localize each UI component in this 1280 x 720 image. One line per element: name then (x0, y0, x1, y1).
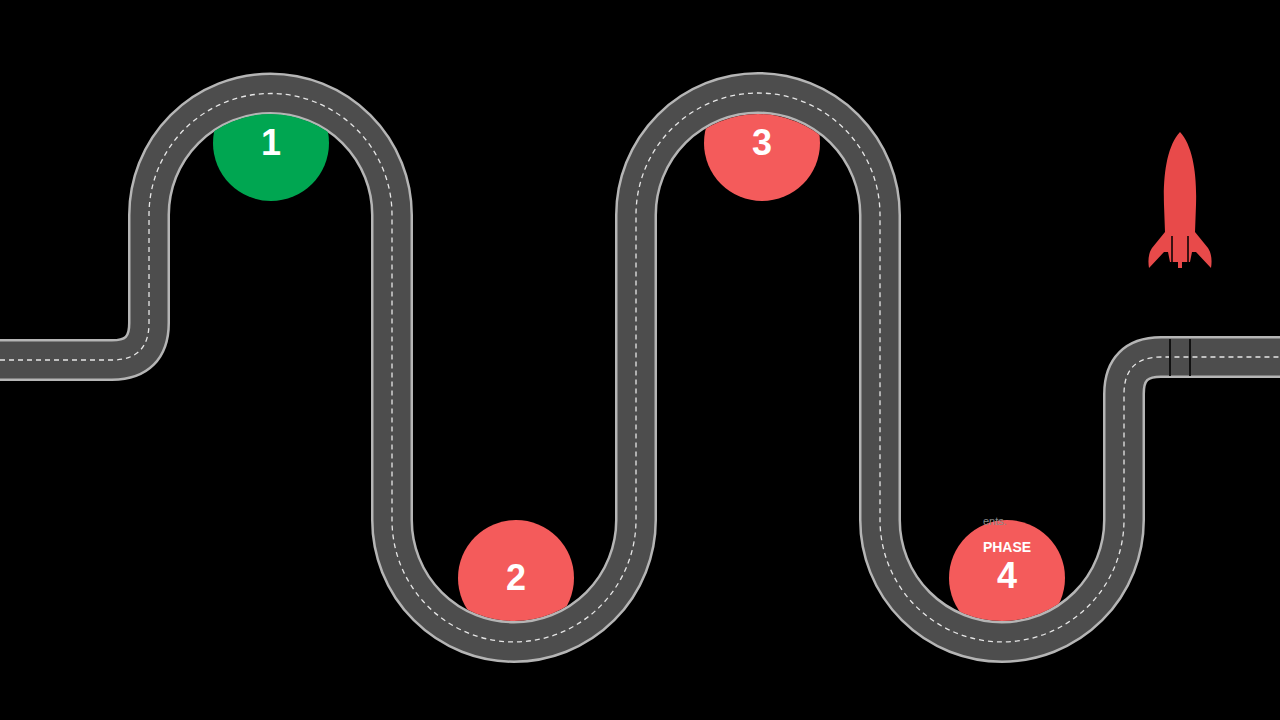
note-text: ents. (983, 515, 1007, 527)
circle-fill (213, 85, 329, 201)
road-surface (0, 93, 1280, 642)
circle-fill (704, 85, 820, 201)
phase-circle: 2 (458, 520, 574, 636)
circle-fill (949, 520, 1065, 636)
circle-fill (458, 520, 574, 636)
finish-mark (1189, 339, 1191, 376)
phase-circle: 3 (704, 85, 820, 201)
phase-circle: PHASE4 (949, 520, 1065, 636)
rocket-detail (1187, 236, 1189, 262)
phase-number: 2 (506, 557, 526, 598)
phase-circle: 1 (213, 85, 329, 201)
rocket-icon (1148, 132, 1211, 268)
road-center-line (0, 93, 1280, 642)
road-edge (0, 93, 1280, 642)
rocket-detail (1171, 236, 1173, 262)
phase-number: 3 (752, 122, 772, 163)
phase-number: 4 (997, 555, 1017, 596)
phase-word: PHASE (983, 539, 1031, 555)
phase-number: 1 (261, 122, 281, 163)
finish-mark (1169, 339, 1171, 376)
